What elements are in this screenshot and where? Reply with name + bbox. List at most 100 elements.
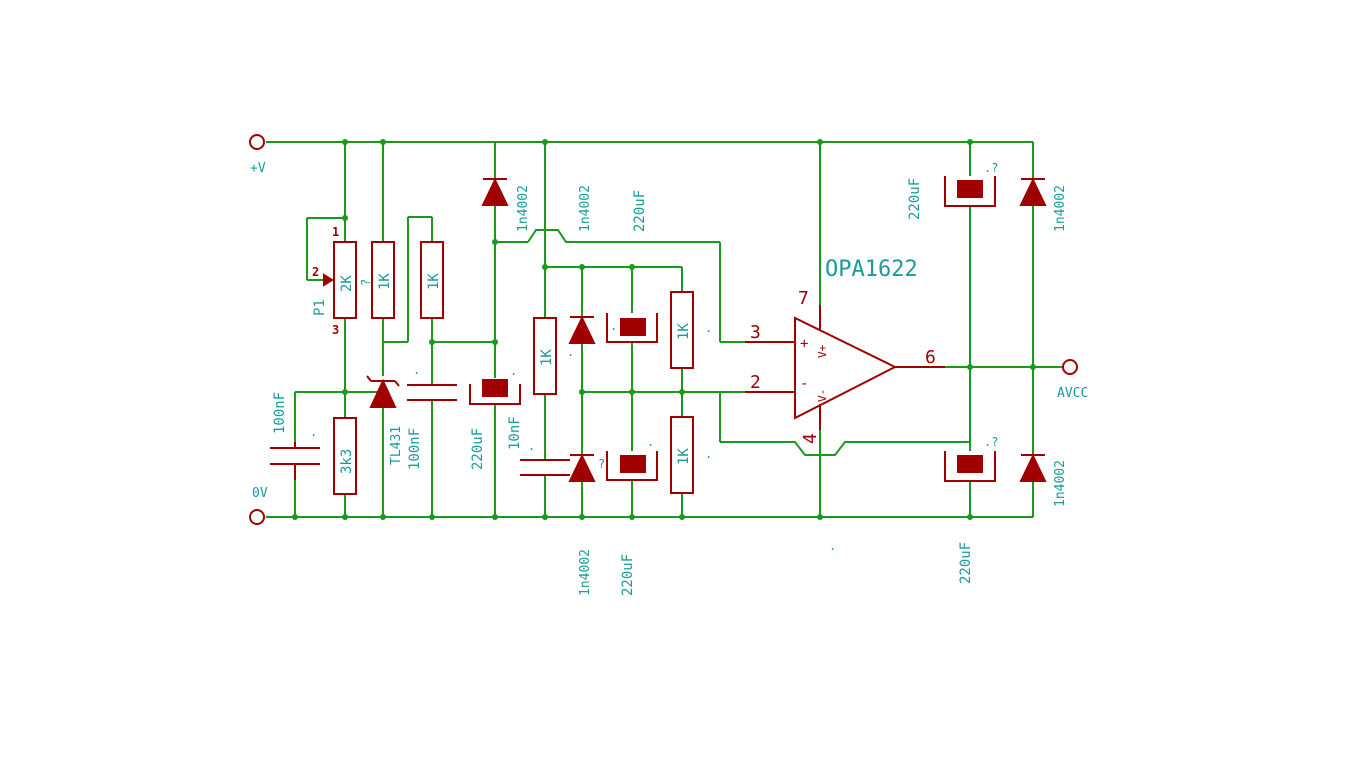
cap-value: 220uF — [958, 542, 974, 584]
resistor-value: 1K — [676, 448, 692, 465]
wires — [266, 141, 1063, 518]
vplus-label: +V — [250, 161, 266, 176]
capacitor-c-bulk-top[interactable]: 220uF . — [606, 190, 658, 343]
resistor-r-right-top[interactable]: 1K . — [670, 291, 712, 369]
junction-dot — [342, 514, 348, 520]
junction-dot — [492, 339, 498, 345]
capacitor-c-bulk-bot[interactable]: 220uF . ? — [598, 435, 658, 596]
resistor-r-right-bot[interactable]: 1K . — [670, 416, 712, 494]
ref-fragment: . — [310, 425, 317, 439]
cap-value: 100nF — [272, 392, 288, 434]
cap-value: 220uF — [620, 554, 636, 596]
junction-dot — [342, 389, 348, 395]
diode-value: 1n4002 — [1053, 185, 1068, 232]
diode-value: 1n4002 — [578, 185, 593, 232]
junction-dot — [967, 364, 973, 370]
junction-dot — [380, 514, 386, 520]
junction-dot — [342, 139, 348, 145]
cap-value: 220uF — [632, 190, 648, 232]
junction-dot — [817, 139, 823, 145]
junction-dot — [817, 514, 823, 520]
junction-dot — [492, 514, 498, 520]
pot-ref-fragment: ? — [359, 279, 373, 286]
avcc-port[interactable] — [1062, 359, 1078, 375]
capacitor-c-out-top[interactable]: 220uF .? — [907, 161, 998, 220]
ground-label: 0V — [252, 486, 268, 501]
ref-fragment: . — [567, 345, 574, 359]
diode-d-left[interactable]: 1n4002 — [481, 177, 531, 232]
junction-dot — [292, 514, 298, 520]
pin-vneg: 4 — [800, 433, 821, 444]
op-amp-triangle — [794, 316, 898, 420]
resistor-r-left-div[interactable]: 1K . — [413, 241, 444, 377]
ref-fragment: . — [705, 447, 712, 461]
junction-dot — [629, 514, 635, 520]
junction-dot — [542, 139, 548, 145]
cap-value: 10nF — [507, 416, 523, 450]
junction-dot — [429, 339, 435, 345]
junction-dot — [492, 239, 498, 245]
junction-dot — [579, 514, 585, 520]
resistor-r-bottom[interactable]: 3k3 — [333, 417, 357, 495]
ref-fragment: . — [647, 435, 654, 449]
ref-fragment: ? — [598, 457, 605, 471]
potentiometer-p1[interactable]: 1 2 3 2K P1 ? — [312, 225, 373, 337]
tl431-label: TL431 — [389, 426, 404, 465]
pin-noninv: 3 — [750, 322, 761, 343]
ref-fragment: . — [510, 364, 517, 378]
ref-fragment: . — [413, 363, 420, 377]
diode-d-out-top[interactable]: 1n4002 — [1019, 177, 1068, 232]
diode-value: 1n4002 — [578, 549, 593, 596]
ref-fragment: . — [705, 321, 712, 335]
pin-vpos: 7 — [798, 288, 809, 309]
junction-dot — [579, 389, 585, 395]
junction-dot — [542, 514, 548, 520]
junction-dot — [380, 139, 386, 145]
resistor-value: 3k3 — [339, 449, 355, 474]
resistor-r-mid-b[interactable]: 1K — [533, 317, 557, 395]
junction-dot — [679, 514, 685, 520]
pot-wiper-arrow — [323, 273, 334, 287]
capacitor-c-ref[interactable]: 100nF — [407, 384, 457, 470]
pin-out: 6 — [925, 347, 936, 368]
op-amp-opa1622[interactable]: OPA1622 3 2 6 7 4 + - V+ V- — [745, 257, 945, 444]
diode-d-bot[interactable]: 1n4002 — [568, 453, 596, 596]
capacitor-c-in[interactable]: 100nF . — [270, 392, 320, 480]
junctions — [292, 139, 1036, 520]
diode-d-top[interactable]: 1n4002 . — [567, 185, 596, 359]
cap-value: 100nF — [407, 428, 423, 470]
diode-value: 1n4002 — [1053, 460, 1068, 507]
ref-fragment: . — [528, 439, 535, 453]
junction-dot — [629, 264, 635, 270]
pot-value: 2K — [339, 275, 355, 292]
pot-ref: P1 — [312, 299, 328, 316]
diode-value: 1n4002 — [516, 185, 531, 232]
resistor-value: 1K — [377, 273, 393, 290]
ref-fragment: . — [610, 319, 617, 333]
tl431-shunt-regulator[interactable]: TL431 — [366, 375, 404, 465]
diode-d-out-bot[interactable]: 1n4002 — [1019, 453, 1068, 507]
op-amp-vneg: V- — [816, 389, 829, 402]
ref-fragment: .? — [984, 435, 998, 449]
capacitor-c-small[interactable]: 10nF . — [507, 416, 570, 476]
capacitor-c-out-bot[interactable]: 220uF .? — [944, 435, 998, 584]
vplus-port[interactable] — [249, 134, 265, 150]
op-amp-vpos: V+ — [816, 344, 829, 358]
ref-fragment: .? — [984, 161, 998, 175]
junction-dot — [579, 264, 585, 270]
op-amp-plus: + — [800, 336, 808, 352]
resistor-value: 1K — [426, 273, 442, 290]
capacitor-c-bulk-left[interactable]: 220uF . — [469, 364, 521, 470]
pot-pin2: 2 — [312, 265, 319, 279]
junction-dot — [967, 514, 973, 520]
pot-pin1: 1 — [332, 225, 339, 239]
junction-dot — [542, 264, 548, 270]
avcc-label: AVCC — [1057, 386, 1088, 401]
op-amp-name: OPA1622 — [825, 257, 918, 282]
op-amp-minus: - — [800, 376, 808, 392]
ground-port[interactable] — [249, 509, 265, 525]
resistor-r-mid-a[interactable]: 1K — [371, 241, 395, 319]
junction-dot — [429, 514, 435, 520]
junction-dot — [967, 139, 973, 145]
